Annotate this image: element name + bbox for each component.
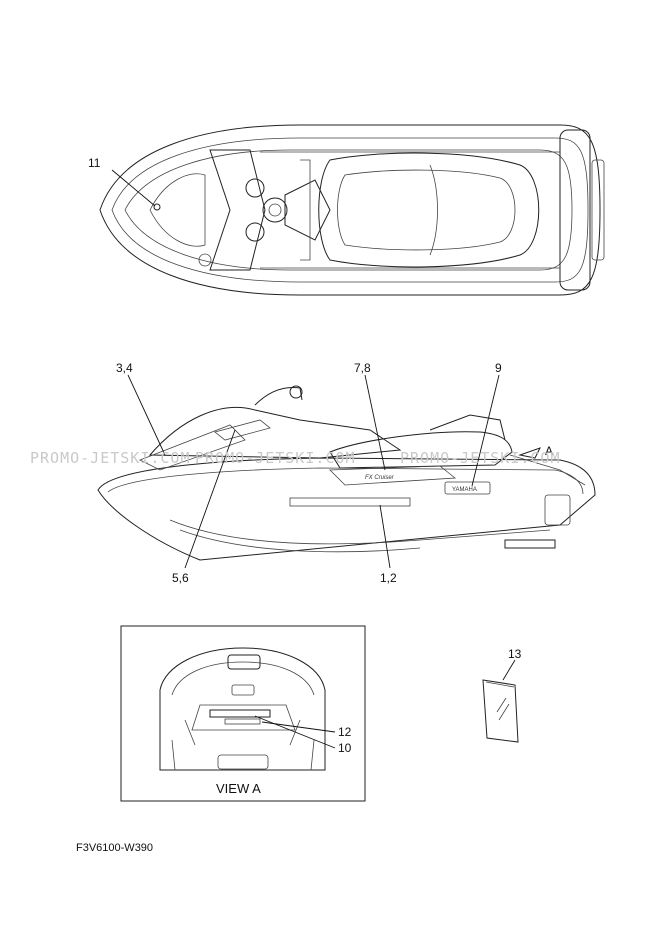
callout-11: 11 — [88, 156, 101, 170]
watermark: PROMO-JETSKI.COM PROMO-JETSKI.COM PROMO-… — [30, 449, 561, 467]
callout-7-8: 7,8 — [354, 361, 371, 375]
decal-brand-text: YAMAHA — [452, 487, 477, 493]
callout-9: 9 — [495, 361, 502, 375]
drawing-code: F3V6100-W390 — [76, 842, 153, 854]
callout-12: 12 — [338, 725, 352, 739]
watermark-2: PROMO-JETSKI.COM — [195, 449, 356, 467]
view-a-panel: VIEW A — [120, 625, 366, 802]
view-a-frame — [120, 625, 366, 802]
callout-10: 10 — [338, 741, 352, 755]
callout-1-2: 1,2 — [380, 571, 397, 585]
callout-13: 13 — [508, 647, 522, 661]
decal-text: YAMAHA FX Cruiser — [365, 475, 477, 493]
callout-a: A — [545, 444, 553, 458]
watermark-1: PROMO-JETSKI.COM — [30, 449, 191, 467]
callout-5-6: 5,6 — [172, 571, 189, 585]
callout-numbers: 11 3,4 7,8 9 A 5,6 1,2 13 12 10 — [88, 156, 553, 755]
view-a-label: VIEW A — [216, 781, 261, 796]
decal-12 — [224, 718, 261, 725]
callout-3-4: 3,4 — [116, 361, 133, 375]
decal-10 — [209, 709, 271, 718]
part-13-card — [482, 679, 519, 743]
decal-model-text: FX Cruiser — [365, 475, 395, 481]
leader-lines — [111, 169, 516, 749]
side-view — [97, 385, 596, 561]
watermark-3: PROMO-JETSKI.COM — [400, 449, 561, 467]
top-view — [99, 124, 605, 296]
